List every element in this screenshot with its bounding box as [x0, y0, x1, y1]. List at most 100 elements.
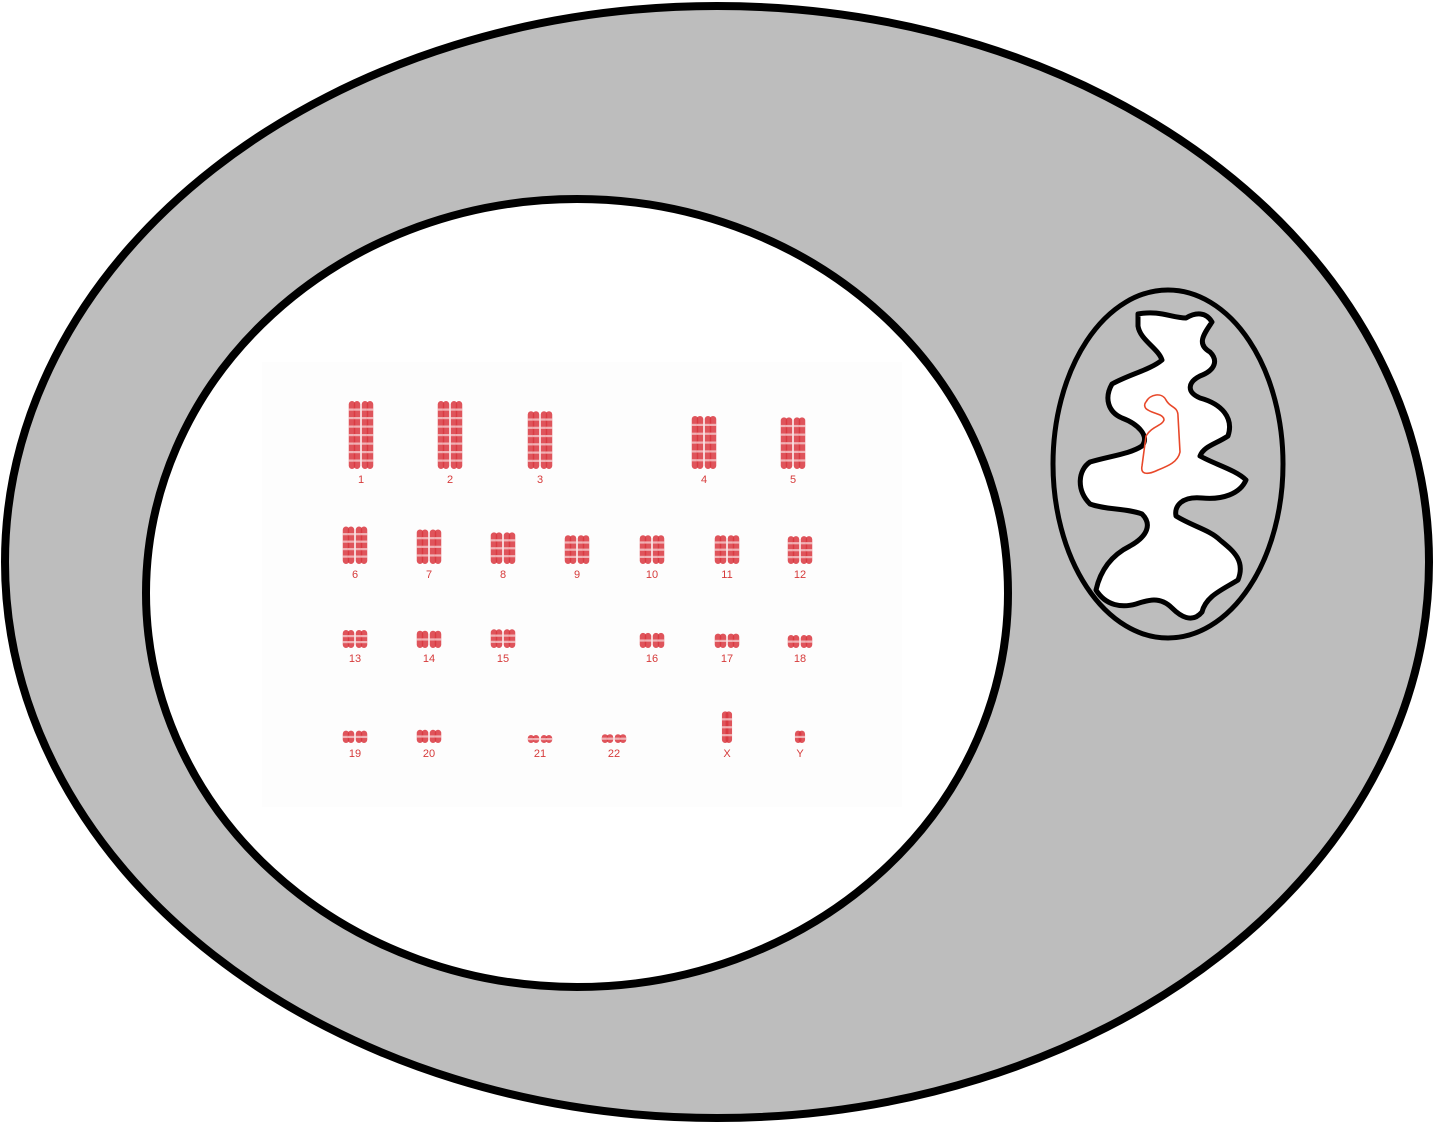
chromatid: [342, 630, 350, 648]
chromosome-band: [714, 548, 722, 551]
chromosome-band: [360, 540, 368, 543]
chromatid: [503, 629, 511, 648]
chromosome-band: [545, 434, 553, 438]
chromosome-band: [353, 442, 361, 445]
chromosome-band: [355, 641, 363, 644]
chromatid: [540, 411, 548, 469]
chromosome-band: [732, 541, 740, 544]
chromosome-band: [348, 434, 356, 437]
chromosome-band: [355, 540, 363, 543]
chromosome-pair-19: 19: [342, 730, 368, 760]
chromosome-band: [696, 441, 704, 444]
chromosome-band: [347, 540, 355, 543]
chromosome-band: [800, 556, 808, 559]
chromosome-band: [714, 555, 722, 558]
chromosome-band: [416, 735, 424, 738]
chromosome-band: [355, 735, 363, 739]
chromosome-band: [437, 434, 445, 437]
chromosome-pair-18: 18: [787, 635, 813, 665]
chromosome-band: [540, 443, 548, 446]
chromosome-band: [798, 450, 806, 453]
chromosome-band: [532, 738, 540, 741]
chromosome-band: [353, 417, 361, 420]
chromosome-band: [532, 443, 540, 446]
chromosome-pair-3: 3: [527, 411, 553, 486]
chromosome-band: [639, 555, 647, 558]
chromosome-band: [527, 426, 535, 429]
chromosome-band: [798, 459, 806, 462]
chromosome-band: [540, 418, 548, 421]
chromosome-band: [361, 425, 369, 428]
chromosome-band: [355, 533, 363, 536]
chromosome-band: [545, 426, 553, 429]
chromosome-band: [793, 450, 801, 453]
chromosome-band: [732, 548, 740, 551]
chromosome-band: [429, 638, 437, 641]
chromosome-band: [360, 533, 368, 536]
chromosome-band: [366, 417, 374, 420]
chromosome-band: [532, 434, 540, 438]
chromosome-band: [691, 450, 699, 453]
chromosome-label: 1: [358, 474, 364, 486]
chromosome-band: [348, 459, 356, 462]
chromosome-band: [787, 542, 795, 545]
chromosome-band: [429, 537, 437, 540]
chromosome-band: [577, 555, 585, 558]
chromosome-band: [437, 408, 445, 411]
chromosome-band: [342, 548, 350, 551]
chromosome-band: [719, 639, 727, 642]
chromosome-band: [644, 541, 652, 544]
chromosome-band: [714, 541, 722, 544]
chromosome-band: [434, 554, 442, 557]
chromosome-band: [793, 433, 801, 436]
chromosome-band: [691, 441, 699, 444]
chromosome-band: [527, 451, 535, 454]
chromosome-band: [805, 556, 813, 559]
chromosome-band: [527, 434, 535, 438]
chromatid: [347, 526, 355, 564]
chromosome-band: [353, 425, 361, 428]
chromosome-band: [450, 442, 458, 445]
chromosome-band: [455, 425, 463, 428]
chromosome-label: 3: [537, 474, 543, 486]
chromosome-band: [569, 555, 577, 558]
chromosome-band: [564, 548, 572, 551]
chromosome-pair-16: 16: [639, 632, 665, 665]
chromosome-band: [450, 459, 458, 462]
chromosome-band: [455, 442, 463, 445]
chromosome-label: 22: [608, 748, 620, 760]
chromosome-band: [348, 408, 356, 411]
chromosome-band: [450, 451, 458, 454]
chromosome-label: 6: [352, 569, 358, 581]
chromosome-band: [347, 641, 355, 644]
chromosome-pair-12: 12: [787, 536, 813, 581]
chromosome-band: [780, 442, 788, 445]
chromosome-band: [442, 442, 450, 445]
chromatid: [545, 411, 553, 469]
chromosome-label: 18: [794, 653, 806, 665]
chromosome-band: [545, 459, 553, 462]
chromosome-label: 14: [423, 653, 435, 665]
chromosome-band: [540, 451, 548, 454]
chromosome-band: [348, 417, 356, 420]
chromosome-band: [366, 434, 374, 437]
chromosome-band: [455, 451, 463, 454]
chromosome-band: [508, 634, 516, 637]
chromosome-band: [450, 425, 458, 428]
chromosome-band: [780, 459, 788, 462]
chromosome-band: [360, 735, 368, 739]
chromosome-pair-10: 10: [639, 535, 665, 581]
chromosome-label: 17: [721, 653, 733, 665]
chromosome-band: [421, 537, 429, 540]
chromosome-band: [490, 547, 498, 550]
chromosome-band: [353, 408, 361, 411]
chromosome-pair-14: 14: [416, 630, 442, 665]
chromosome-band: [360, 635, 368, 638]
chromatid: [508, 629, 516, 648]
chromosome-band: [416, 537, 424, 540]
chromosome-band: [503, 555, 511, 558]
chromosome-band: [652, 548, 660, 551]
chromatid: [360, 630, 368, 648]
chromosome-band: [732, 555, 740, 558]
chromosome-band: [342, 735, 350, 739]
